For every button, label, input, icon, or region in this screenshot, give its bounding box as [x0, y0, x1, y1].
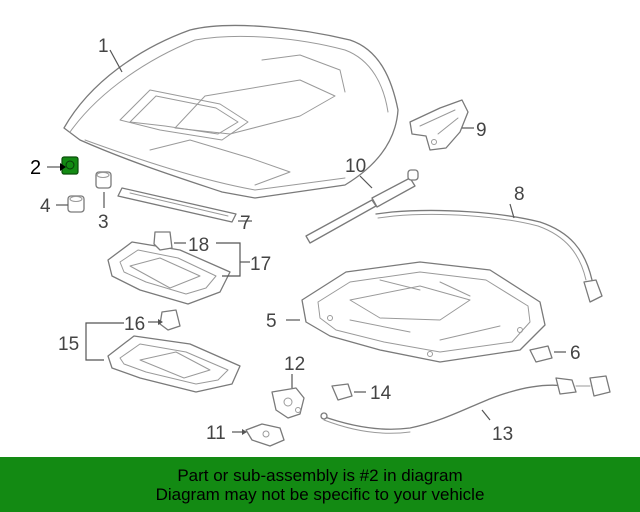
callout-10: 10	[345, 156, 366, 177]
grommet[interactable]	[529, 345, 553, 363]
clip-16[interactable]	[159, 309, 181, 331]
callout-2: 2	[30, 157, 41, 179]
hood-panel[interactable]	[63, 24, 399, 199]
callout-14: 14	[370, 383, 392, 404]
callout-4: 4	[40, 196, 51, 217]
callout-6: 6	[570, 343, 581, 364]
banner-line-2: Diagram may not be specific to your vehi…	[155, 484, 485, 504]
underhood-panel[interactable]	[301, 261, 546, 363]
lower-insulator[interactable]	[107, 335, 241, 393]
hood-bumper-highlighted[interactable]	[61, 156, 79, 175]
callout-18: 18	[188, 235, 209, 256]
bumper[interactable]	[67, 195, 85, 213]
callout-9: 9	[476, 120, 487, 141]
clip-14[interactable]	[331, 383, 353, 401]
callout-15: 15	[58, 334, 79, 355]
callout-8: 8	[514, 184, 525, 205]
seal-strip[interactable]	[117, 187, 237, 223]
callout-17: 17	[250, 254, 271, 275]
callout-5: 5	[266, 311, 277, 332]
callout-3: 3	[98, 212, 109, 233]
hood-hinge[interactable]	[409, 99, 469, 151]
info-banner: Part or sub-assembly is #2 in diagram Di…	[0, 457, 640, 512]
callout-7: 7	[240, 213, 251, 234]
bumper-stop[interactable]	[95, 171, 112, 189]
hood-latch[interactable]	[271, 387, 305, 419]
callout-12: 12	[284, 354, 305, 375]
banner-line-1: Part or sub-assembly is #2 in diagram	[177, 465, 463, 485]
release-cable[interactable]	[375, 209, 603, 303]
clip[interactable]	[153, 231, 173, 251]
callout-16: 16	[124, 314, 145, 335]
insulator-assembly[interactable]	[107, 241, 231, 305]
gas-strut[interactable]	[305, 169, 419, 244]
callout-11: 11	[206, 423, 226, 444]
release-handle[interactable]	[245, 423, 285, 447]
release-cable-13[interactable]	[320, 375, 611, 434]
callout-13: 13	[492, 424, 513, 445]
callout-1: 1	[98, 36, 109, 57]
parts-diagram: 1 2 3 4 7 9 10	[30, 24, 611, 447]
